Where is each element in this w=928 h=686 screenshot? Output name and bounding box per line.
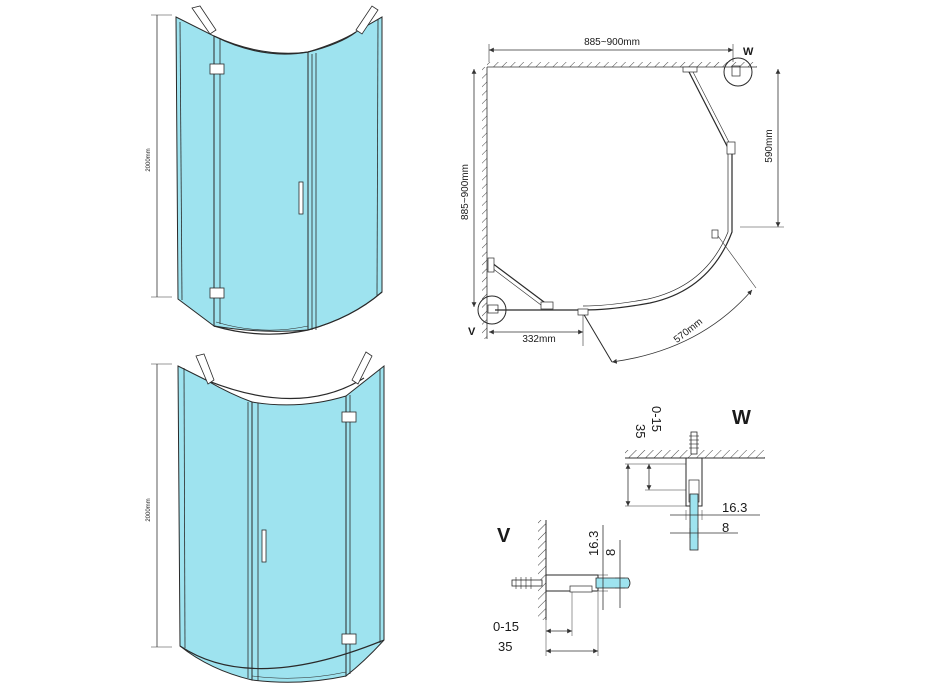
left-fixed-panel [177, 365, 253, 681]
plan-glass-outline [495, 150, 733, 311]
side-wall [482, 67, 487, 339]
width-label: 885~900mm [584, 37, 640, 48]
hinge-top [341, 411, 357, 423]
glass-panel [689, 493, 699, 551]
wall-bracket-left [191, 5, 217, 35]
door-panel [213, 35, 309, 332]
side-label: 590mm [764, 129, 775, 162]
detail-w-dim-0-15: 0-15 [649, 406, 664, 432]
detail-w-title: W [732, 407, 751, 429]
door-handle [261, 529, 267, 563]
height-label: 2000mm [146, 148, 152, 171]
elevation-bottom: 2000mm [146, 351, 385, 683]
elevation-top: 2000mm [146, 5, 383, 335]
plan-view: 885~900mm 885~900mm 590mm 332mm 570mm [460, 37, 784, 364]
height-label: 2000mm [146, 498, 152, 521]
plan-marker-w: W [743, 46, 754, 58]
wall-anchor [690, 431, 698, 455]
detail-w-dim-16-3: 16.3 [722, 500, 747, 515]
depth-label: 885~900mm [460, 164, 471, 220]
detail-w-dim-35: 35 [633, 424, 648, 438]
glass-panel [595, 577, 631, 589]
wall-bracket-left [195, 353, 215, 385]
wall-anchor [511, 579, 543, 587]
detail-v-title: V [497, 525, 511, 547]
detail-w-dim-8: 8 [722, 520, 729, 535]
detail-v-dim-16-3: 16.3 [586, 531, 601, 556]
hinge-top [209, 63, 225, 75]
door-handle [298, 181, 304, 215]
wall-bracket-right [355, 5, 379, 35]
detail-v-dim-35: 35 [498, 639, 512, 654]
arc-label: 570mm [672, 316, 705, 345]
base-label: 332mm [522, 334, 555, 345]
detail-circle-v [477, 295, 507, 325]
right-fixed-panel [307, 16, 383, 331]
detail-v: V 16.3 8 0-15 35 [493, 520, 631, 656]
plan-marker-v: V [468, 326, 476, 338]
wall-bracket-right [351, 351, 373, 385]
detail-v-wall [538, 520, 546, 620]
hinge-bottom [341, 633, 357, 645]
detail-v-dim-8: 8 [603, 549, 618, 556]
arc-dimension-line [611, 289, 753, 364]
detail-circle-w [723, 57, 753, 87]
detail-w: W 35 0-15 16.3 8 [625, 406, 765, 551]
hinge-bottom [209, 287, 225, 299]
detail-v-dim-0-15: 0-15 [493, 619, 519, 634]
back-wall [487, 62, 757, 67]
